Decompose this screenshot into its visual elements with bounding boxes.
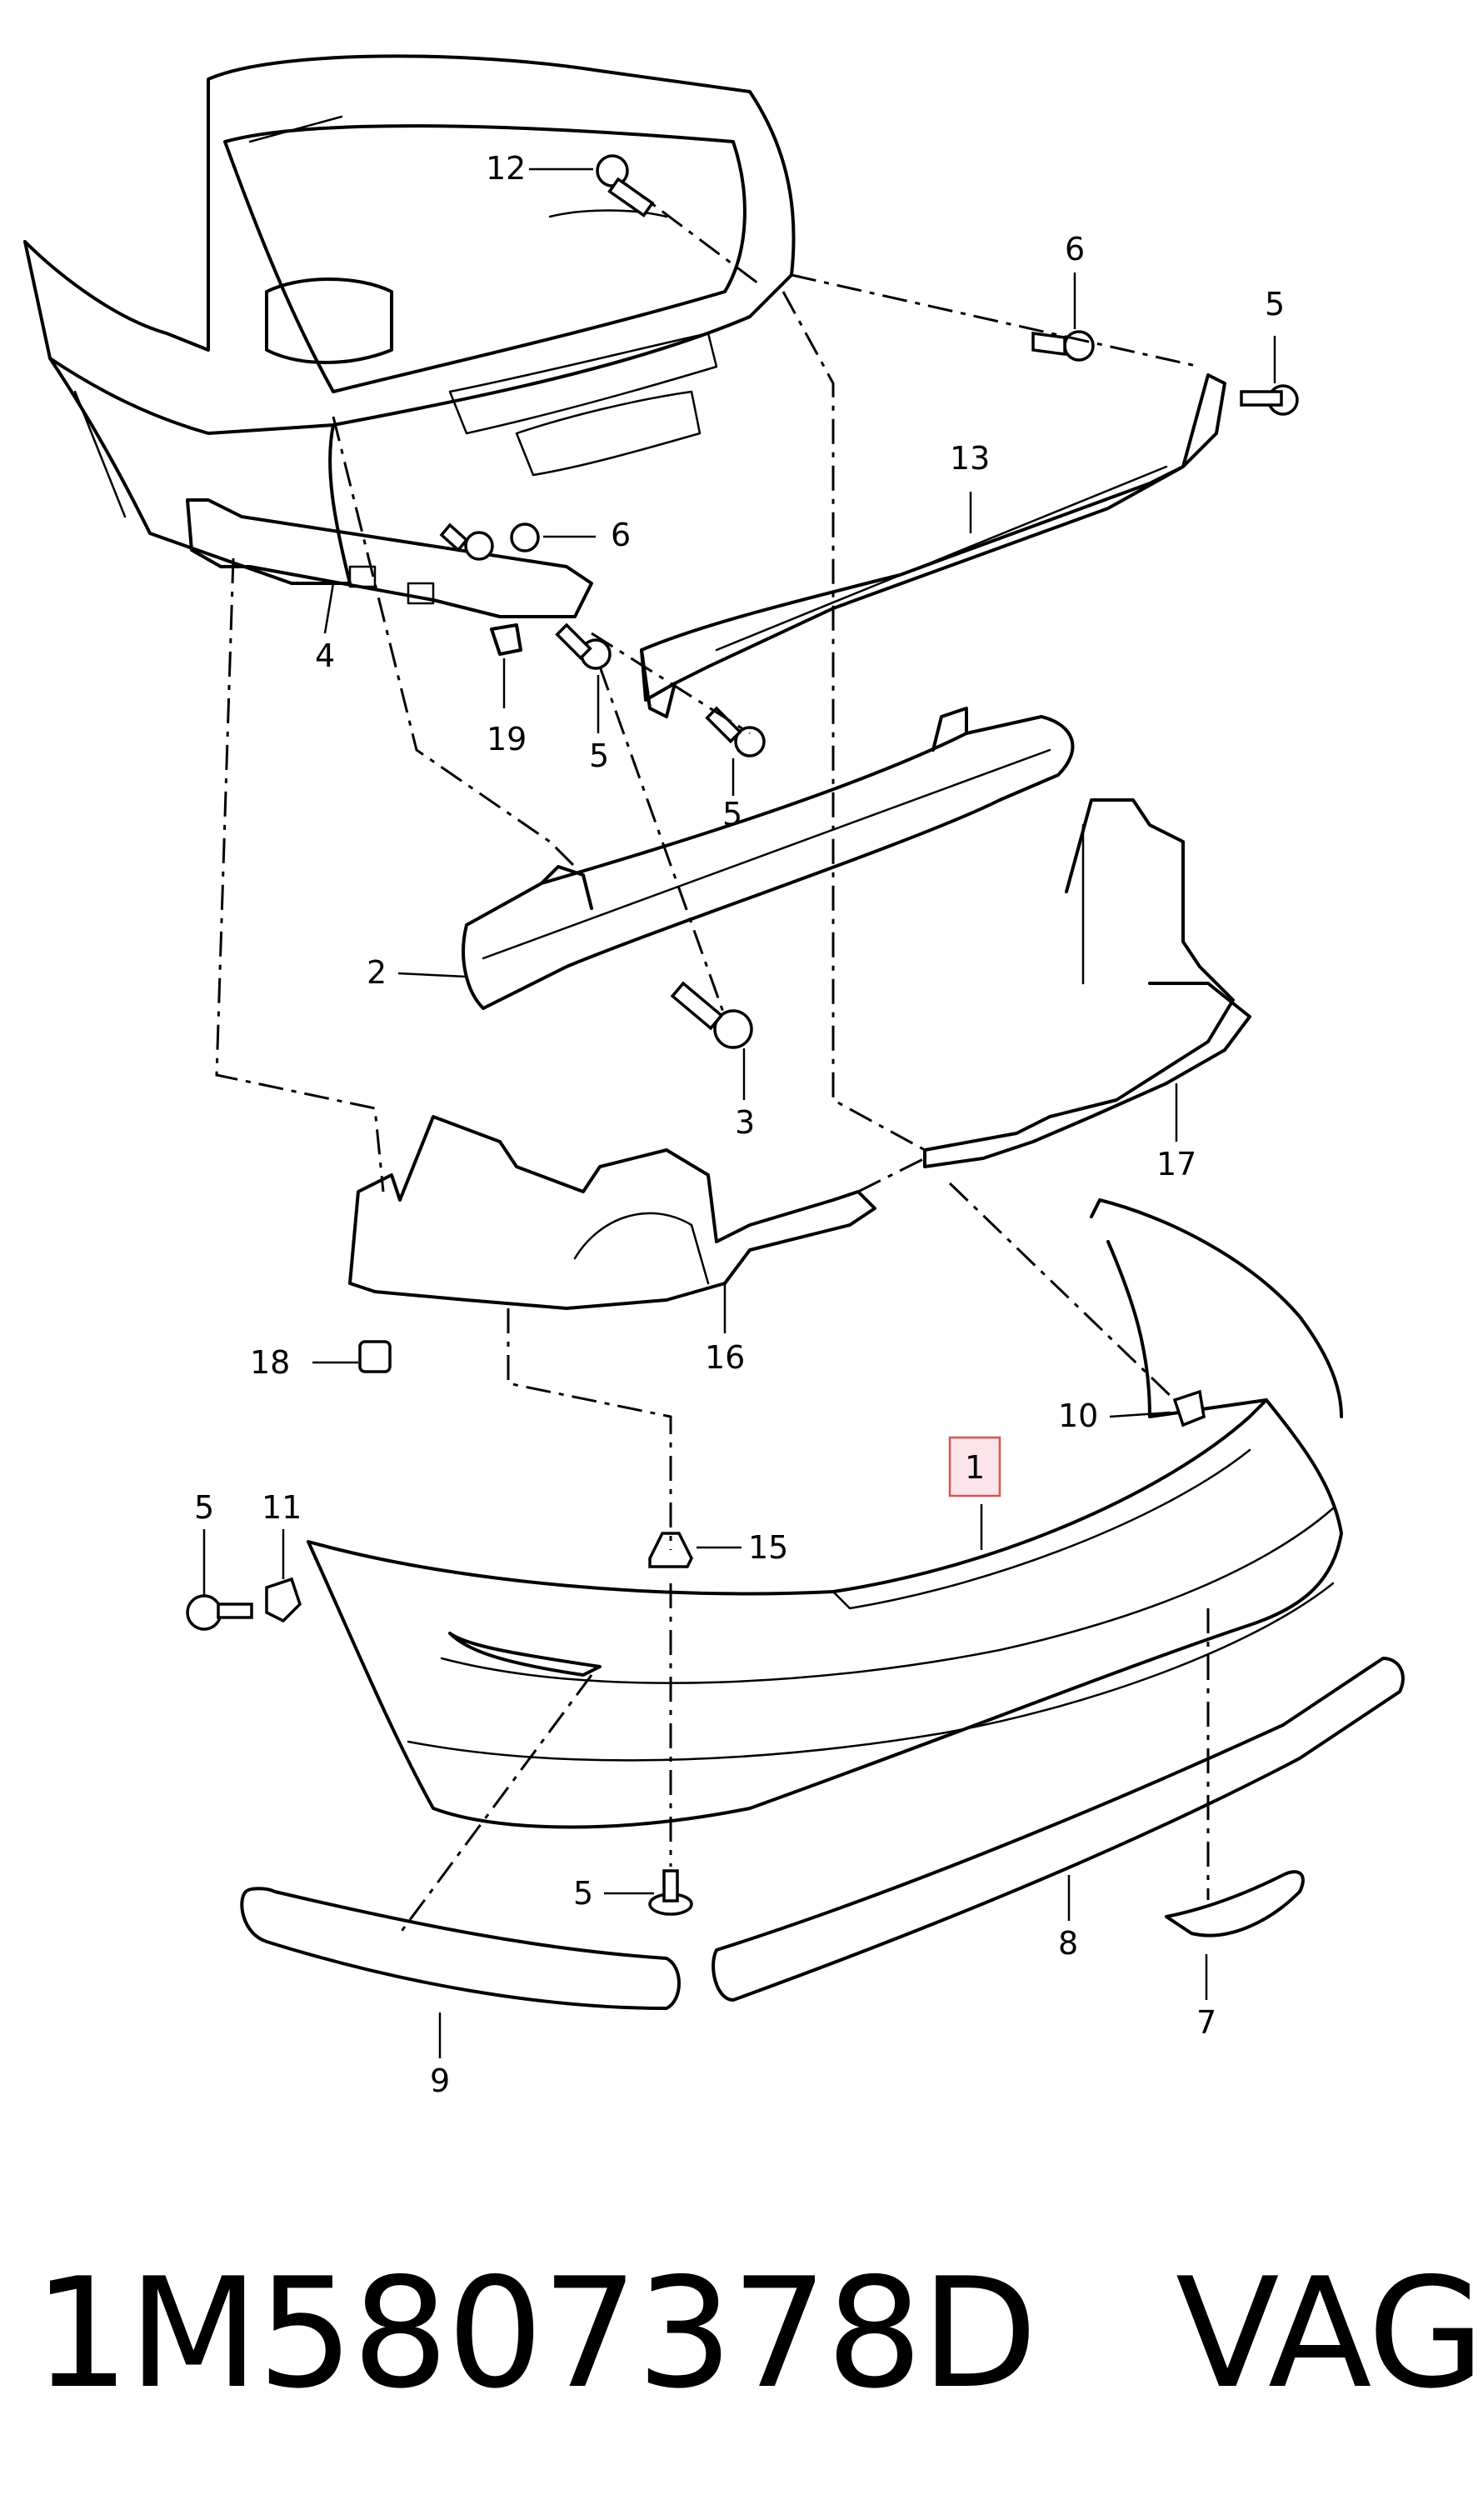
part-3-bolt: [670, 981, 753, 1049]
callout-6-upper: 6: [1065, 231, 1085, 268]
callout-7: 7: [1196, 2004, 1216, 2041]
part-12-bolt: [596, 154, 655, 218]
callout-19: 19: [487, 721, 527, 758]
leader-lines: [202, 168, 1276, 2058]
part-8-center-trim-strip: [712, 1657, 1405, 2002]
callout-10: 10: [1058, 1398, 1098, 1434]
callout-18: 18: [250, 1344, 290, 1381]
callout-5-carrier: 5: [722, 796, 742, 832]
callout-17: 17: [1156, 1146, 1196, 1182]
callout-16: 16: [705, 1339, 745, 1376]
exploded-parts-diagram: 12 6 5 13 6 4 19 5 5 2 3 17 16 18 10 1 1…: [23, 54, 1405, 2099]
part-1-bumper-cover: [307, 1198, 1343, 1829]
callout-4: 4: [315, 638, 335, 674]
callout-5-left: 5: [194, 1489, 214, 1526]
part-10-clip: [1172, 1389, 1206, 1428]
callout-5-upper-right: 5: [1265, 286, 1285, 322]
part-19-clip: [490, 623, 522, 656]
part-18-nut: [358, 1340, 392, 1373]
part-5-screw-middle: [555, 622, 612, 670]
part-9-left-trim-strip: [240, 1887, 681, 2010]
part-17-right-bracket: [923, 798, 1251, 1168]
callout-6-middle: 6: [611, 517, 631, 553]
callout-numbers: 12 6 5 13 6 4 19 5 5 2 3 17 16 18 10 1 1…: [194, 150, 1285, 2099]
part-5-screw-lower: [648, 1869, 693, 1916]
part-6-clip-upper: [1031, 330, 1095, 362]
part-5-screw-upper-right: [1240, 384, 1299, 416]
part-5-screw-left: [186, 1594, 253, 1631]
part-13-carrier-strip: [640, 373, 1226, 718]
part-number-label: 1M5807378D VAG: [33, 2245, 1483, 2422]
assembly-lines: [215, 182, 1210, 1934]
callout-9: 9: [430, 2062, 450, 2099]
car-body-rear-section: [23, 54, 796, 585]
callout-12: 12: [486, 150, 526, 187]
part-4-bracket: [186, 498, 593, 618]
part-2-reinforcement: [462, 707, 1075, 1010]
callout-5-middle: 5: [589, 738, 609, 774]
callout-1: 1: [965, 1449, 985, 1486]
callout-13: 13: [950, 440, 990, 477]
callout-15: 15: [748, 1529, 788, 1566]
part-7-right-trim-end: [1165, 1870, 1305, 1938]
callout-5-lower: 5: [573, 1875, 593, 1912]
part-11-bracket: [265, 1577, 302, 1623]
callout-3: 3: [735, 1104, 755, 1141]
part-16-lower-trim: [348, 1115, 876, 1310]
callout-8: 8: [1058, 1925, 1078, 1962]
callout-2: 2: [367, 954, 387, 991]
part-6-clips-middle: [439, 522, 540, 561]
callout-1-highlight: [948, 1436, 1001, 1498]
part-5-screw-carrier: [705, 706, 766, 758]
callout-11: 11: [262, 1489, 302, 1526]
